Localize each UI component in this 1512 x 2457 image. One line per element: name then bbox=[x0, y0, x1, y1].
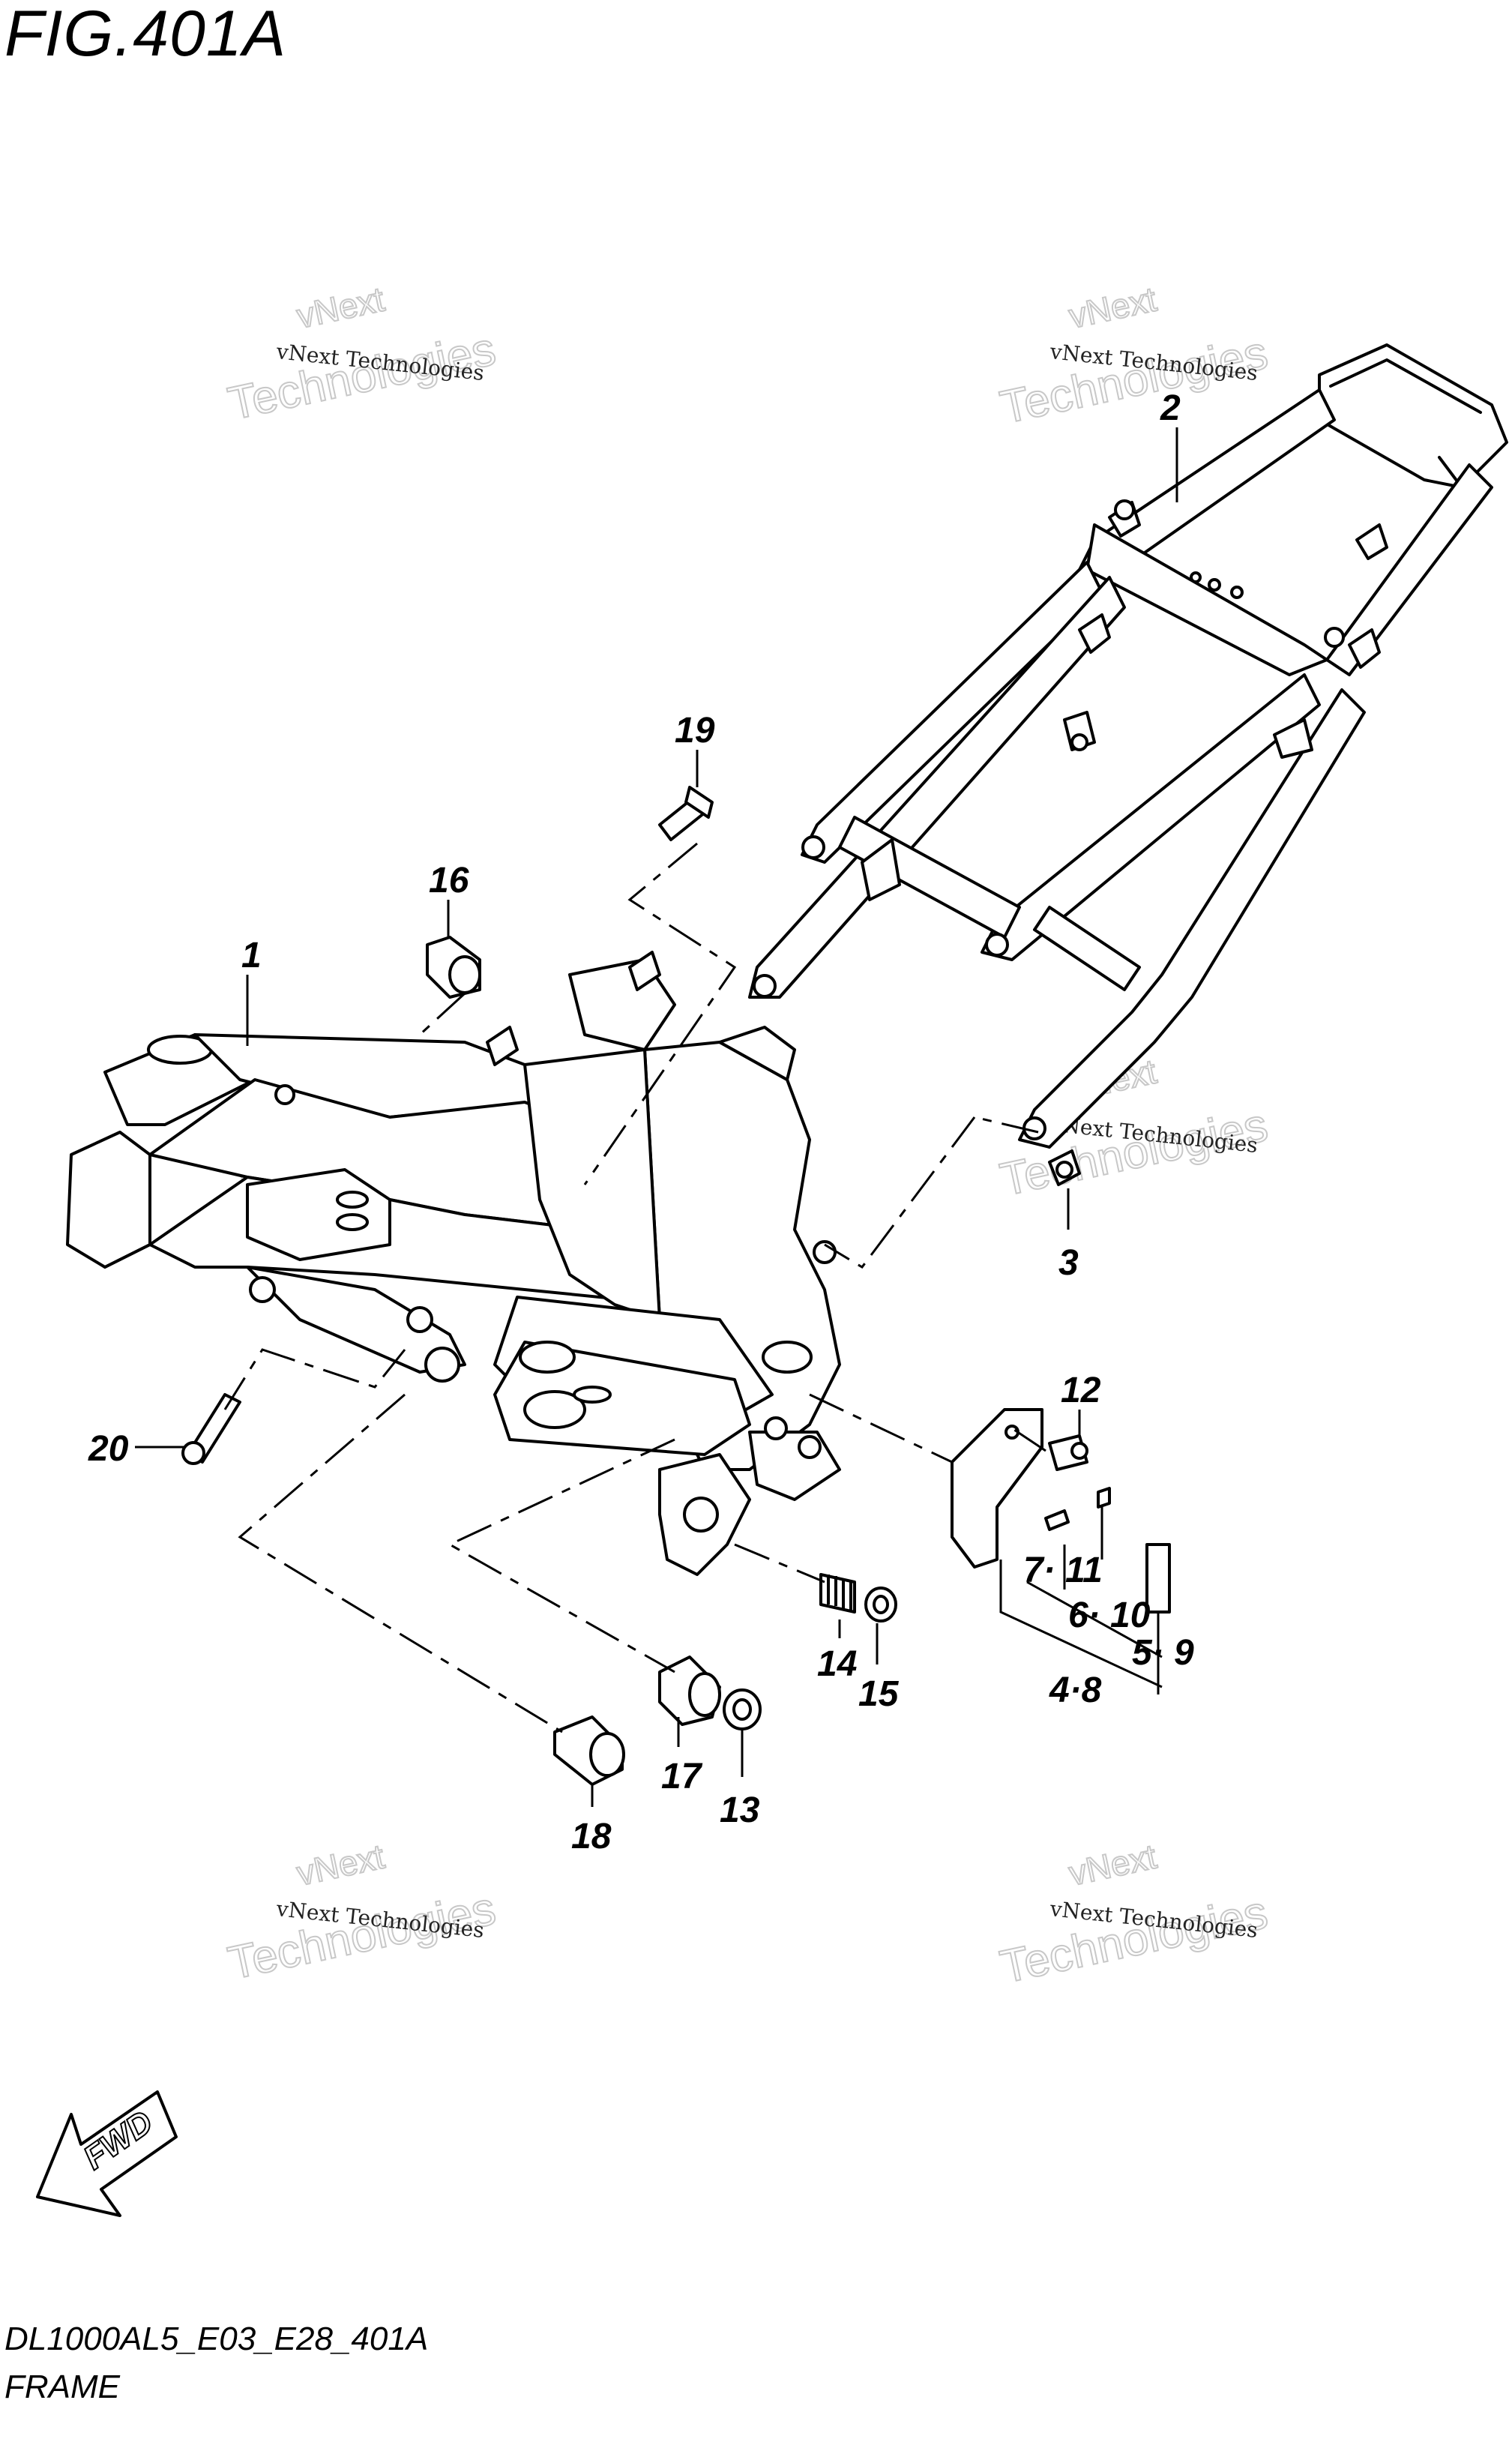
callout-19: 19 bbox=[675, 711, 715, 751]
small-parts-drawing bbox=[181, 786, 1171, 1786]
callout-labels: 1 2 3 4·8 5· 9 6· 10 7· 11 12 13 14 15 1… bbox=[88, 388, 1194, 1856]
watermark-top-word: vNext bbox=[1065, 279, 1160, 335]
watermark-top-word: vNext bbox=[293, 1836, 388, 1892]
callout-16: 16 bbox=[429, 861, 469, 900]
callout-12: 12 bbox=[1061, 1371, 1101, 1410]
callout-13: 13 bbox=[720, 1790, 760, 1830]
main-frame-drawing bbox=[66, 951, 841, 1576]
callout-7-11: 7· 11 bbox=[1023, 1551, 1103, 1590]
rear-subframe-drawing bbox=[748, 343, 1508, 1149]
callout-1: 1 bbox=[241, 936, 262, 975]
watermark-top-word: vNext bbox=[293, 279, 388, 335]
callout-20: 20 bbox=[88, 1429, 129, 1469]
callout-18: 18 bbox=[571, 1817, 612, 1856]
diagram-code: DL1000AL5_E03_E28_401A bbox=[4, 2321, 429, 2357]
callout-14: 14 bbox=[817, 1644, 857, 1684]
watermark-top-left: vNext Technologies vNext Technologies bbox=[223, 278, 501, 430]
callout-3: 3 bbox=[1058, 1243, 1079, 1283]
diagram-name: FRAME bbox=[4, 2369, 120, 2405]
fwd-arrow-icon: FWD bbox=[36, 2090, 178, 2217]
callout-5-9: 5· 9 bbox=[1132, 1633, 1194, 1673]
dash-lines bbox=[223, 842, 1046, 1733]
leader-lines bbox=[135, 427, 1178, 1807]
callout-17: 17 bbox=[661, 1757, 703, 1796]
figure-title: FIG.401A bbox=[4, 0, 287, 70]
watermark-bottom-left: vNext Technologies vNext Technologies bbox=[223, 1835, 501, 1990]
watermark-bottom-right: vNext Technologies vNext Technologies bbox=[996, 1835, 1273, 1994]
callout-2: 2 bbox=[1160, 388, 1181, 428]
callout-15: 15 bbox=[858, 1674, 900, 1714]
watermark-top-word: vNext bbox=[1065, 1836, 1160, 1892]
watermark-top-right: vNext Technologies vNext Technologies bbox=[996, 278, 1273, 434]
callout-6-10: 6· 10 bbox=[1068, 1596, 1151, 1635]
callout-4-8: 4·8 bbox=[1049, 1670, 1102, 1710]
